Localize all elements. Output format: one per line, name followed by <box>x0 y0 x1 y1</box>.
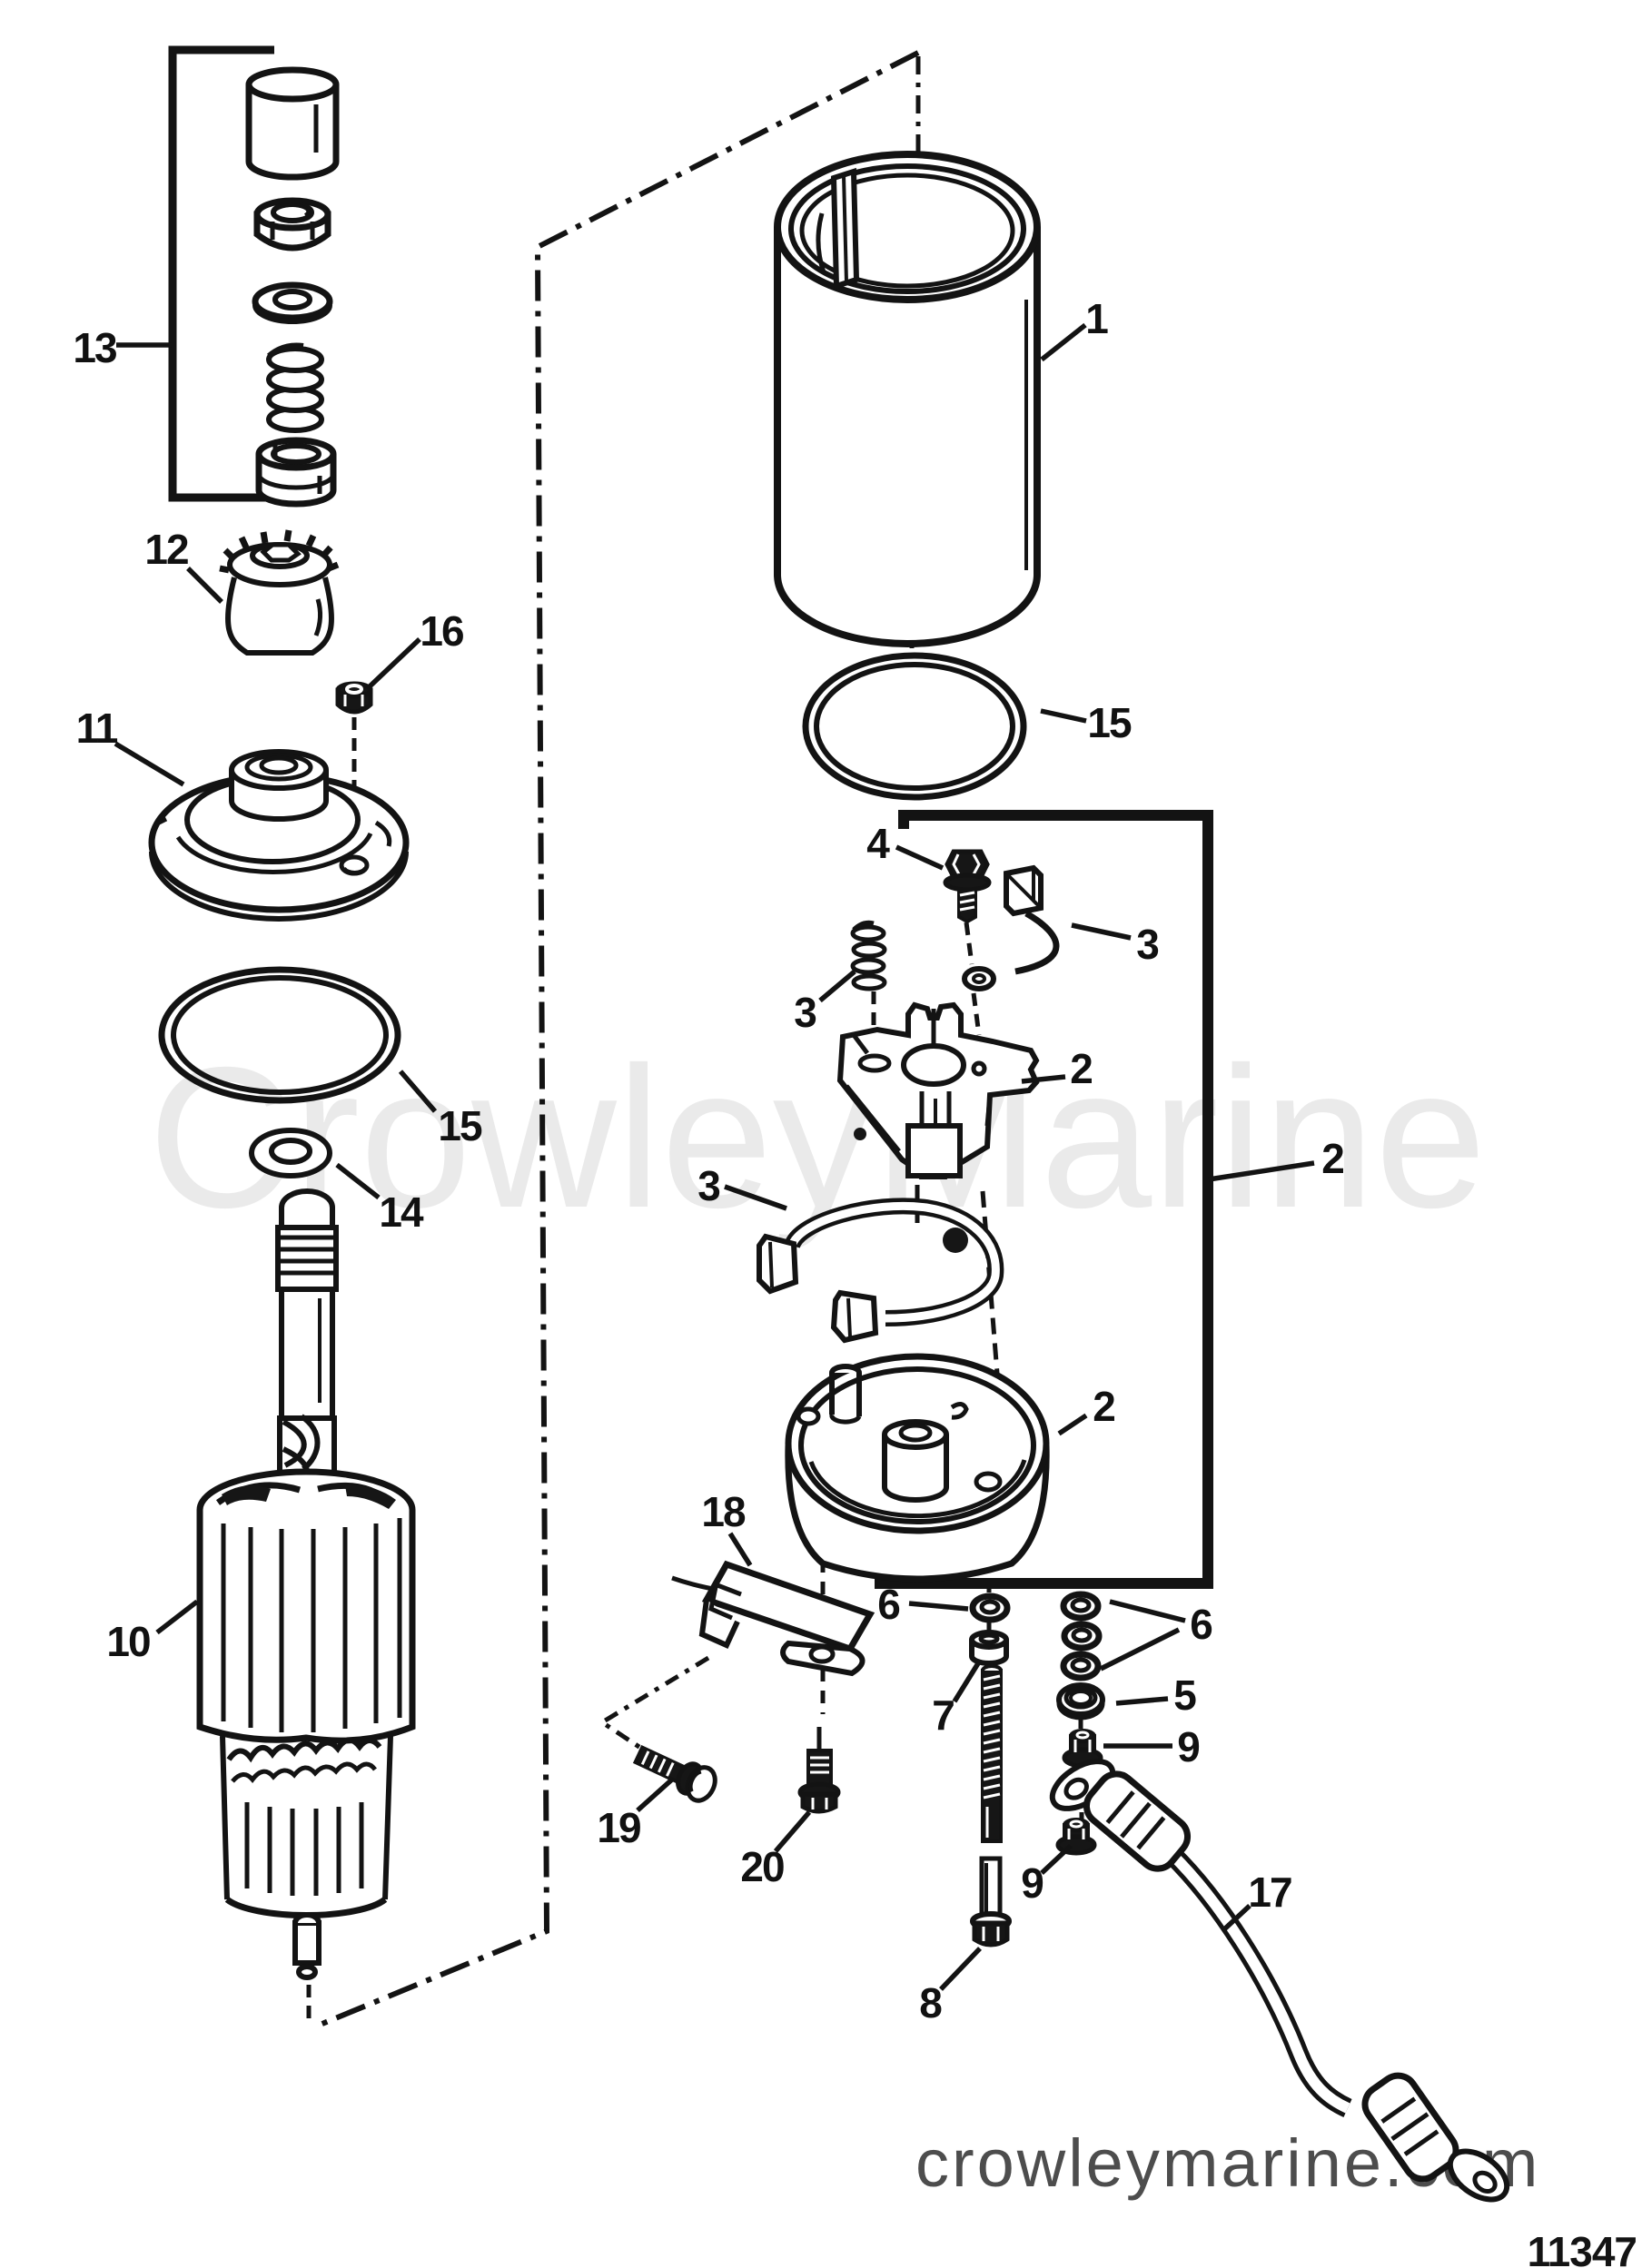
part-end-cap-11 <box>148 749 410 922</box>
leader-6-right-a <box>1109 1599 1186 1623</box>
leader-6-left <box>908 1601 969 1612</box>
callout-5-washer: 5 <box>1173 1671 1196 1719</box>
part-washer-6-left <box>969 1593 1011 1623</box>
part-washers-6-right <box>1060 1591 1103 1681</box>
part-end-cap-2 <box>671 1353 1050 1597</box>
callout-17-cable: 17 <box>1248 1869 1291 1916</box>
callout-2-end-cap: 2 <box>1093 1383 1114 1430</box>
callout-3-brush-wire: 3 <box>697 1162 719 1209</box>
leader-20 <box>773 1810 812 1853</box>
part-nut-16 <box>335 681 373 715</box>
part-brush-spring-3 <box>850 920 887 991</box>
callout-3-brush-spring: 3 <box>794 989 816 1036</box>
leader-5 <box>1115 1696 1169 1706</box>
part-bracket-18 <box>698 1560 875 1677</box>
leader-1 <box>1040 322 1087 362</box>
callout-10-armature: 10 <box>106 1618 150 1665</box>
leader-7 <box>952 1662 981 1703</box>
part-stud-7 <box>981 1664 1003 1843</box>
leader-3-brush <box>1071 922 1132 941</box>
part-insulator-bushing <box>969 1630 1009 1666</box>
doc-number: 11347 <box>1528 2228 1637 2268</box>
callout-14-washer: 14 <box>379 1188 424 1236</box>
group-13-bracket <box>168 45 280 502</box>
part-brush-holder-2 <box>836 1001 1040 1179</box>
callout-1-frame: 1 <box>1085 295 1108 342</box>
part-brush-wire-3 <box>757 1198 1004 1344</box>
callout-3-brush: 3 <box>1136 921 1158 968</box>
callout-7-stud: 7 <box>932 1691 954 1739</box>
part-screw-19 <box>632 1744 717 1803</box>
leader-10 <box>155 1599 199 1635</box>
leader-18 <box>727 1532 753 1567</box>
callout-9-nut-lower: 9 <box>1021 1859 1043 1907</box>
callout-11-end-cap: 11 <box>76 705 118 752</box>
part-drive-cap-13 <box>245 66 340 181</box>
leader-6-right-b <box>1099 1627 1181 1671</box>
callout-13-drive-group: 13 <box>73 324 116 371</box>
callout-2-brush-holder: 2 <box>1070 1045 1092 1092</box>
callout-15-oring-right: 15 <box>1087 699 1132 746</box>
callout-18-bracket: 18 <box>701 1488 746 1535</box>
callout-6-washer-left: 6 <box>877 1581 899 1628</box>
leader-4 <box>895 844 945 871</box>
part-armature-10 <box>196 1188 416 1980</box>
part-brush-3 <box>962 864 1060 991</box>
callout-16-nut: 16 <box>420 607 463 655</box>
callouts: 1 2 2 2 3 3 3 4 5 6 6 7 8 9 9 10 11 12 1… <box>73 295 1345 2026</box>
callout-2-assembly: 2 <box>1321 1135 1343 1182</box>
callout-6-washer-right: 6 <box>1190 1601 1212 1648</box>
part-washer-13 <box>252 281 333 324</box>
group-2-bracket <box>875 810 1213 1589</box>
callout-4-bolt: 4 <box>866 820 890 867</box>
part-nut-9-lower <box>1055 1818 1097 1856</box>
leader-14 <box>335 1162 381 1200</box>
leader-17 <box>1222 1903 1251 1932</box>
leader-2-endcap <box>1057 1413 1088 1436</box>
leader-3-wire <box>724 1184 787 1211</box>
part-locknut-13 <box>253 197 331 251</box>
part-pinion-gear-12 <box>219 529 340 656</box>
part-frame-1 <box>774 151 1041 647</box>
leader-2-holder <box>1021 1074 1066 1084</box>
callout-15-oring-left: 15 <box>438 1102 482 1149</box>
leader-19 <box>636 1776 675 1813</box>
part-bolt-4 <box>943 849 992 924</box>
leader-9-lower <box>1040 1843 1073 1876</box>
leader-16 <box>367 637 421 689</box>
callout-12-pinion: 12 <box>144 526 188 573</box>
callout-20-screw: 20 <box>740 1843 784 1890</box>
part-oring-15-left <box>158 966 401 1104</box>
part-terminal-cable-17 <box>1049 1759 1510 2203</box>
leader-12 <box>186 567 223 604</box>
callout-8-bolt: 8 <box>919 1979 942 2026</box>
leader-15-right <box>1040 708 1087 724</box>
part-bolt-8 <box>970 1856 1012 1948</box>
leader-3-spring <box>818 969 856 1003</box>
leader-lines <box>114 322 1315 1991</box>
part-spacer-13 <box>255 437 337 508</box>
part-washer-14 <box>249 1128 332 1178</box>
part-screw-20 <box>797 1727 841 1814</box>
callout-19-screw: 19 <box>597 1804 640 1851</box>
part-washer-5 <box>1056 1682 1105 1721</box>
callout-9-nut-upper: 9 <box>1177 1723 1199 1770</box>
part-oring-15-right <box>802 652 1027 801</box>
leader-11 <box>114 741 185 787</box>
leader-8 <box>939 1947 982 1991</box>
part-spring-13 <box>266 342 324 433</box>
leader-2-assembly <box>1208 1160 1315 1182</box>
leader-15-left <box>398 1070 438 1113</box>
